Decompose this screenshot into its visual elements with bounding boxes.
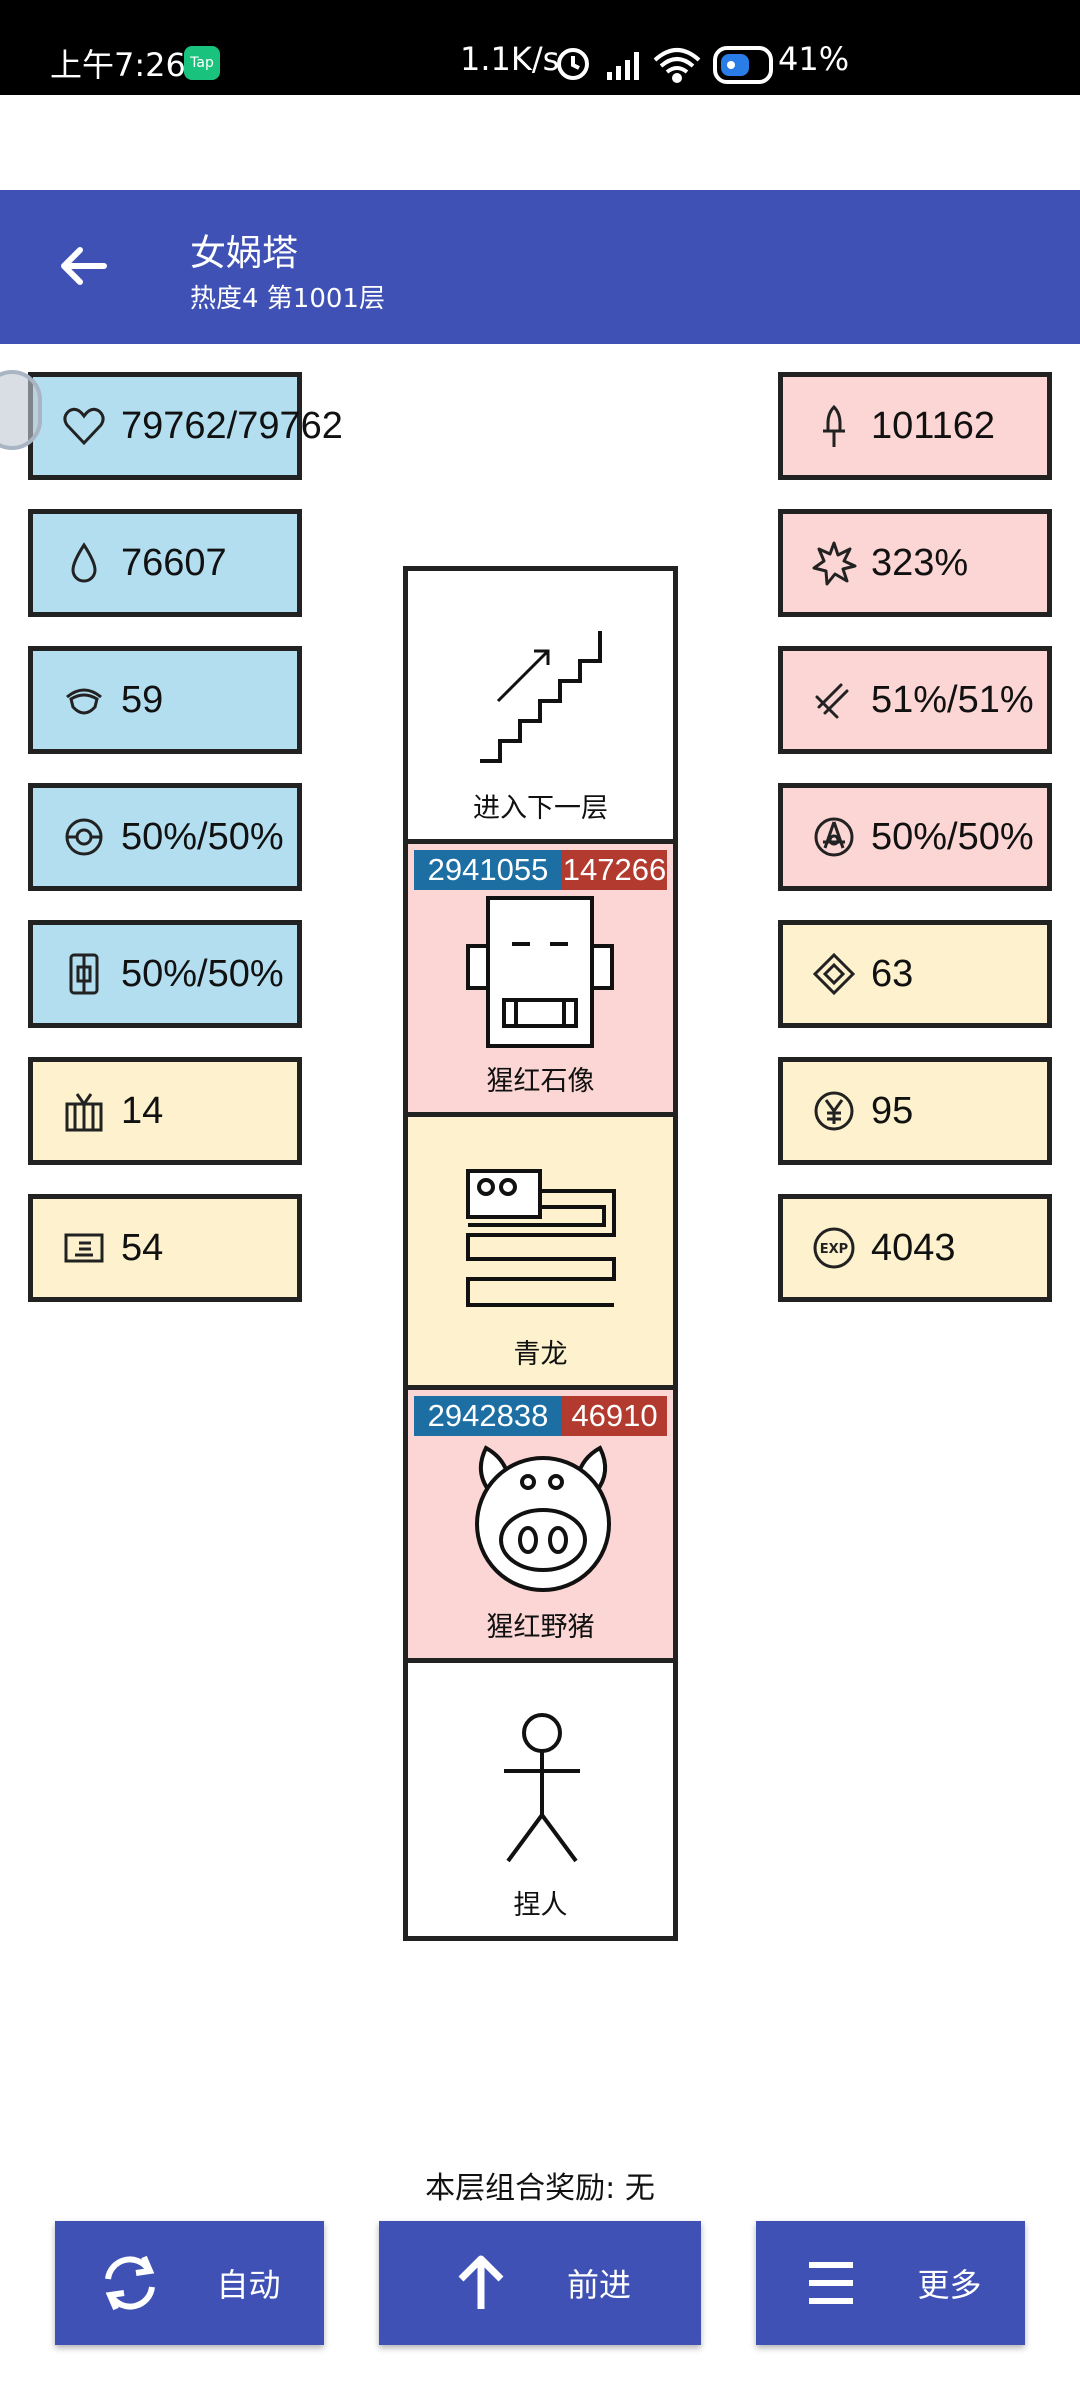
stat-gold: 95 (778, 1057, 1052, 1165)
auto-button[interactable]: 自动 (55, 2221, 324, 2345)
stat-defense: 59 (28, 646, 302, 754)
more-button-label: 更多 (917, 2266, 982, 2304)
azure-dragon-label: 青龙 (513, 1339, 568, 1370)
stat-diamond: 63 (778, 920, 1052, 1028)
boar-icon (475, 1445, 611, 1592)
stat-diamond-value: 63 (871, 952, 914, 995)
wifi-icon (653, 48, 701, 83)
tower-cell-player[interactable]: 捏人 (408, 1663, 673, 1936)
stat-exp-value: 4043 (871, 1226, 956, 1269)
yen-icon (814, 1091, 854, 1131)
tower-column: 进入下一层 2941055 147266 猩红石像 青龙 2942838 469… (403, 566, 678, 1941)
ring-icon (65, 818, 103, 856)
dragon-icon (466, 1169, 616, 1307)
forward-button-label: 前进 (566, 2266, 631, 2304)
status-time: 上午7:26 (50, 46, 186, 84)
signal-icon (607, 52, 639, 80)
stat-crit-value: 323% (871, 541, 969, 584)
alarm-icon (557, 48, 589, 80)
stat-attack: 101162 (778, 372, 1052, 480)
refresh-icon (105, 2255, 156, 2311)
menu-icon (809, 2262, 854, 2304)
stat-gold-value: 95 (871, 1089, 914, 1132)
network-speed: 1.1K/s (460, 40, 560, 78)
stat-ring-value: 50%/50% (121, 815, 284, 858)
stone-statue-icon (466, 896, 614, 1048)
arrow-up-icon (458, 2255, 504, 2309)
stat-armor-value: 50%/50% (121, 952, 284, 995)
back-button[interactable] (48, 230, 120, 302)
tower-cell-stone-statue[interactable]: 2941055 147266 猩红石像 (408, 844, 673, 1117)
stat-mp-value: 76607 (121, 541, 227, 584)
stat-defense-value: 59 (121, 678, 164, 721)
card-icon (64, 1233, 104, 1263)
stairs-icon (480, 631, 602, 763)
stat-hp-value: 79762/79762 (121, 404, 343, 447)
heart-icon (63, 407, 105, 446)
page-title: 女娲塔 (190, 233, 299, 274)
forward-button[interactable]: 前进 (379, 2221, 701, 2345)
stat-armor: 50%/50% (28, 920, 302, 1028)
stat-exp: EXP 4043 (778, 1194, 1052, 1302)
helmet-icon (66, 688, 102, 715)
page-subtitle: 热度4 第1001层 (190, 284, 385, 314)
exp-badge-text: EXP (820, 1242, 848, 1257)
monster-hp-tag: 2941055 (414, 850, 562, 890)
status-bar: 上午7:26 Tap 1.1K/s 41% (0, 0, 1080, 95)
toggle-icon (713, 46, 773, 84)
more-button[interactable]: 更多 (756, 2221, 1025, 2345)
stone-statue-label: 猩红石像 (486, 1066, 595, 1097)
player-label: 捏人 (513, 1890, 568, 1921)
stat-gift: 14 (28, 1057, 302, 1165)
tap-app-icon: Tap (184, 46, 220, 80)
stairs-label: 进入下一层 (473, 793, 608, 824)
stat-target: 50%/50% (778, 783, 1052, 891)
stat-card-value: 54 (121, 1226, 164, 1269)
slash-icon (815, 683, 849, 719)
arrow-left-icon (61, 247, 107, 285)
stat-target-value: 50%/50% (871, 815, 1034, 858)
burst-icon (812, 541, 857, 586)
stat-card: 54 (28, 1194, 302, 1302)
monster-hp-tag: 2942838 (414, 1396, 562, 1436)
droplet-icon (71, 542, 97, 583)
combo-reward-text: 本层组合奖励: 无 (425, 2171, 655, 2206)
stick-figure-icon (504, 1713, 580, 1863)
battery-level: 41% (778, 40, 850, 78)
floating-assistant-bubble[interactable] (0, 370, 42, 450)
app-bar: 女娲塔 热度4 第1001层 (0, 190, 1080, 344)
stat-ring: 50%/50% (28, 783, 302, 891)
exp-icon: EXP (813, 1227, 855, 1269)
armor-icon (69, 953, 99, 995)
gift-icon (65, 1093, 103, 1132)
status-icons (557, 46, 773, 84)
tower-cell-stairs[interactable]: 进入下一层 (408, 571, 673, 844)
monster-attack-tag: 147266 (562, 850, 667, 890)
stat-slash: 51%/51% (778, 646, 1052, 754)
tower-cell-wild-boar[interactable]: 2942838 46910 猩红野猪 (408, 1390, 673, 1663)
diamond-icon (812, 952, 856, 996)
stat-hp: 79762/79762 (28, 372, 343, 480)
auto-button-label: 自动 (216, 2266, 281, 2304)
sword-icon (823, 404, 845, 447)
stat-slash-value: 51%/51% (871, 678, 1034, 721)
tower-cell-azure-dragon[interactable]: 青龙 (408, 1117, 673, 1390)
wild-boar-label: 猩红野猪 (486, 1612, 595, 1643)
monster-attack-tag: 46910 (562, 1396, 667, 1436)
stat-mp: 76607 (28, 509, 302, 617)
stat-attack-value: 101162 (871, 404, 995, 447)
stat-gift-value: 14 (121, 1089, 164, 1132)
target-icon (814, 817, 854, 857)
stat-crit: 323% (778, 509, 1052, 617)
